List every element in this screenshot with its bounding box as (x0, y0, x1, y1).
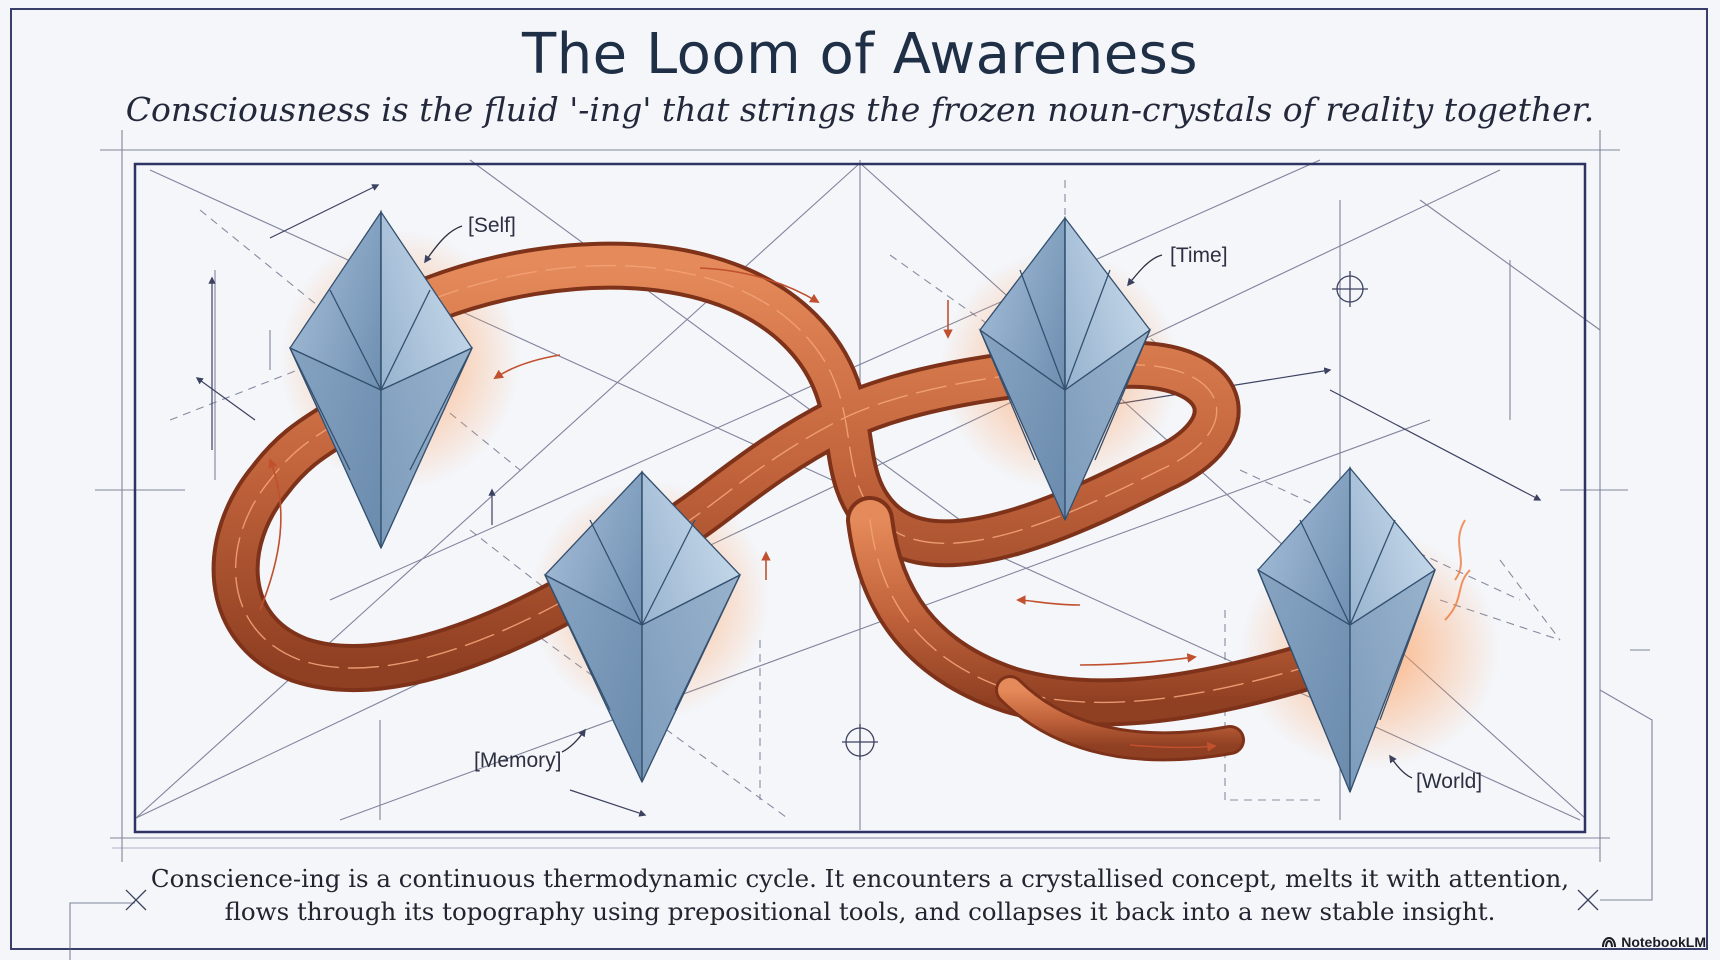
flow-arrows (259, 267, 1217, 752)
caption-line-2: flows through its topography using prepo… (224, 897, 1496, 926)
page-title: The Loom of Awareness (521, 22, 1199, 87)
page-subtitle: Consciousness is the fluid '-ing' that s… (125, 90, 1595, 129)
caption-line-1: Conscience-ing is a continuous thermodyn… (150, 864, 1570, 893)
brand-badge: NotebookLM (1601, 934, 1706, 950)
crystal-time (978, 216, 1152, 522)
crosshair-markers (125, 271, 1599, 911)
caption: Conscience-ing is a continuous thermodyn… (140, 862, 1580, 928)
crystal-label-self: [Self] (468, 214, 516, 237)
crystal-world (1256, 466, 1437, 794)
flame-wisps (1444, 519, 1471, 621)
crystal-self (288, 209, 474, 550)
crystal-label-memory: [Memory] (474, 749, 562, 772)
notebooklm-logo-icon (1602, 936, 1617, 948)
crystal-label-world: [World] (1416, 770, 1482, 793)
brand-name: NotebookLM (1621, 934, 1706, 950)
crystal-memory (543, 470, 742, 784)
diagram-frame (133, 162, 1587, 834)
crystal-label-time: [Time] (1170, 244, 1228, 267)
label-leaders (424, 225, 1413, 779)
outer-frame (10, 8, 1708, 950)
